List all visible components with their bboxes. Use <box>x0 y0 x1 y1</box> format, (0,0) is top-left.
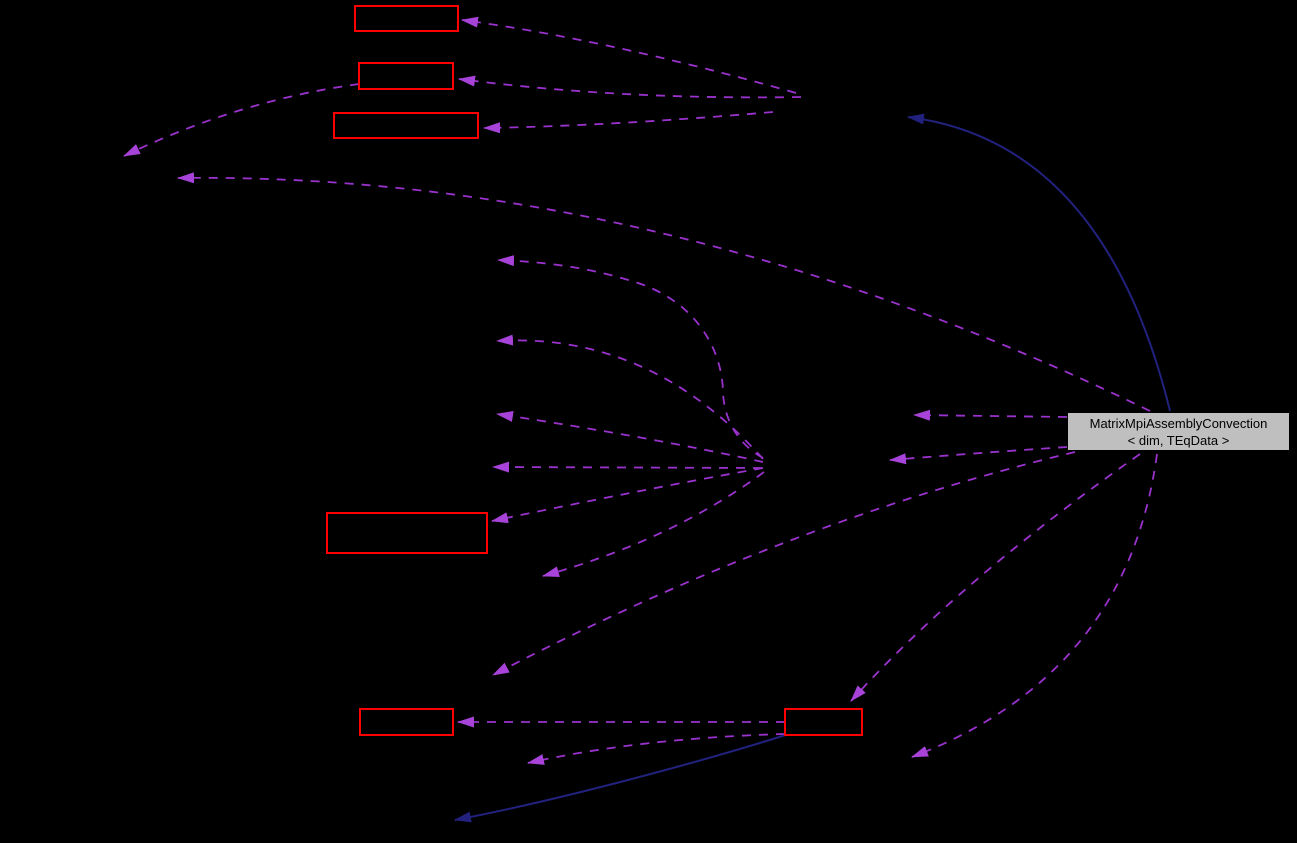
edge-18-dashed-arrow <box>527 733 786 765</box>
main-class-template-args: < dim, TEqData > <box>1127 432 1230 448</box>
edge-6-dashed-arrow <box>913 409 1068 421</box>
nodes-group <box>326 5 863 736</box>
edge-20-solid-arrow <box>454 733 790 823</box>
main-class-name: MatrixMpiAssemblyConvection <box>1089 415 1268 431</box>
edge-12-dashed-arrow <box>491 467 764 524</box>
edge-4-dashed-arrow <box>123 83 360 157</box>
edge-2-dashed-arrow <box>458 75 802 99</box>
class-node-red-box-4[interactable] <box>326 512 488 554</box>
edge-5-dashed-arrow <box>177 172 1151 412</box>
edge-10-dashed-arrow <box>496 410 764 463</box>
edge-19-solid-arrow <box>907 113 1171 412</box>
edge-1-dashed-arrow <box>461 16 797 94</box>
class-node-red-box-5[interactable] <box>359 708 454 736</box>
class-node-red-box-1[interactable] <box>354 5 459 32</box>
class-node-red-box-3[interactable] <box>333 112 479 139</box>
edge-11-dashed-arrow <box>492 461 763 473</box>
edge-15-dashed-arrow <box>850 453 1141 702</box>
edge-7-dashed-arrow <box>889 446 1068 465</box>
edge-9-dashed-arrow <box>496 334 764 460</box>
main-class-node[interactable]: MatrixMpiAssemblyConvection < dim, TEqDa… <box>1067 412 1290 451</box>
edge-8-dashed-arrow <box>497 255 764 459</box>
edge-3-dashed-arrow <box>483 111 774 134</box>
edge-16-dashed-arrow <box>911 453 1158 758</box>
class-node-red-box-2[interactable] <box>358 62 454 90</box>
edge-13-dashed-arrow <box>542 471 765 577</box>
edges-group <box>123 16 1171 823</box>
class-node-red-box-6[interactable] <box>784 708 863 736</box>
edge-14-dashed-arrow <box>492 451 1076 676</box>
